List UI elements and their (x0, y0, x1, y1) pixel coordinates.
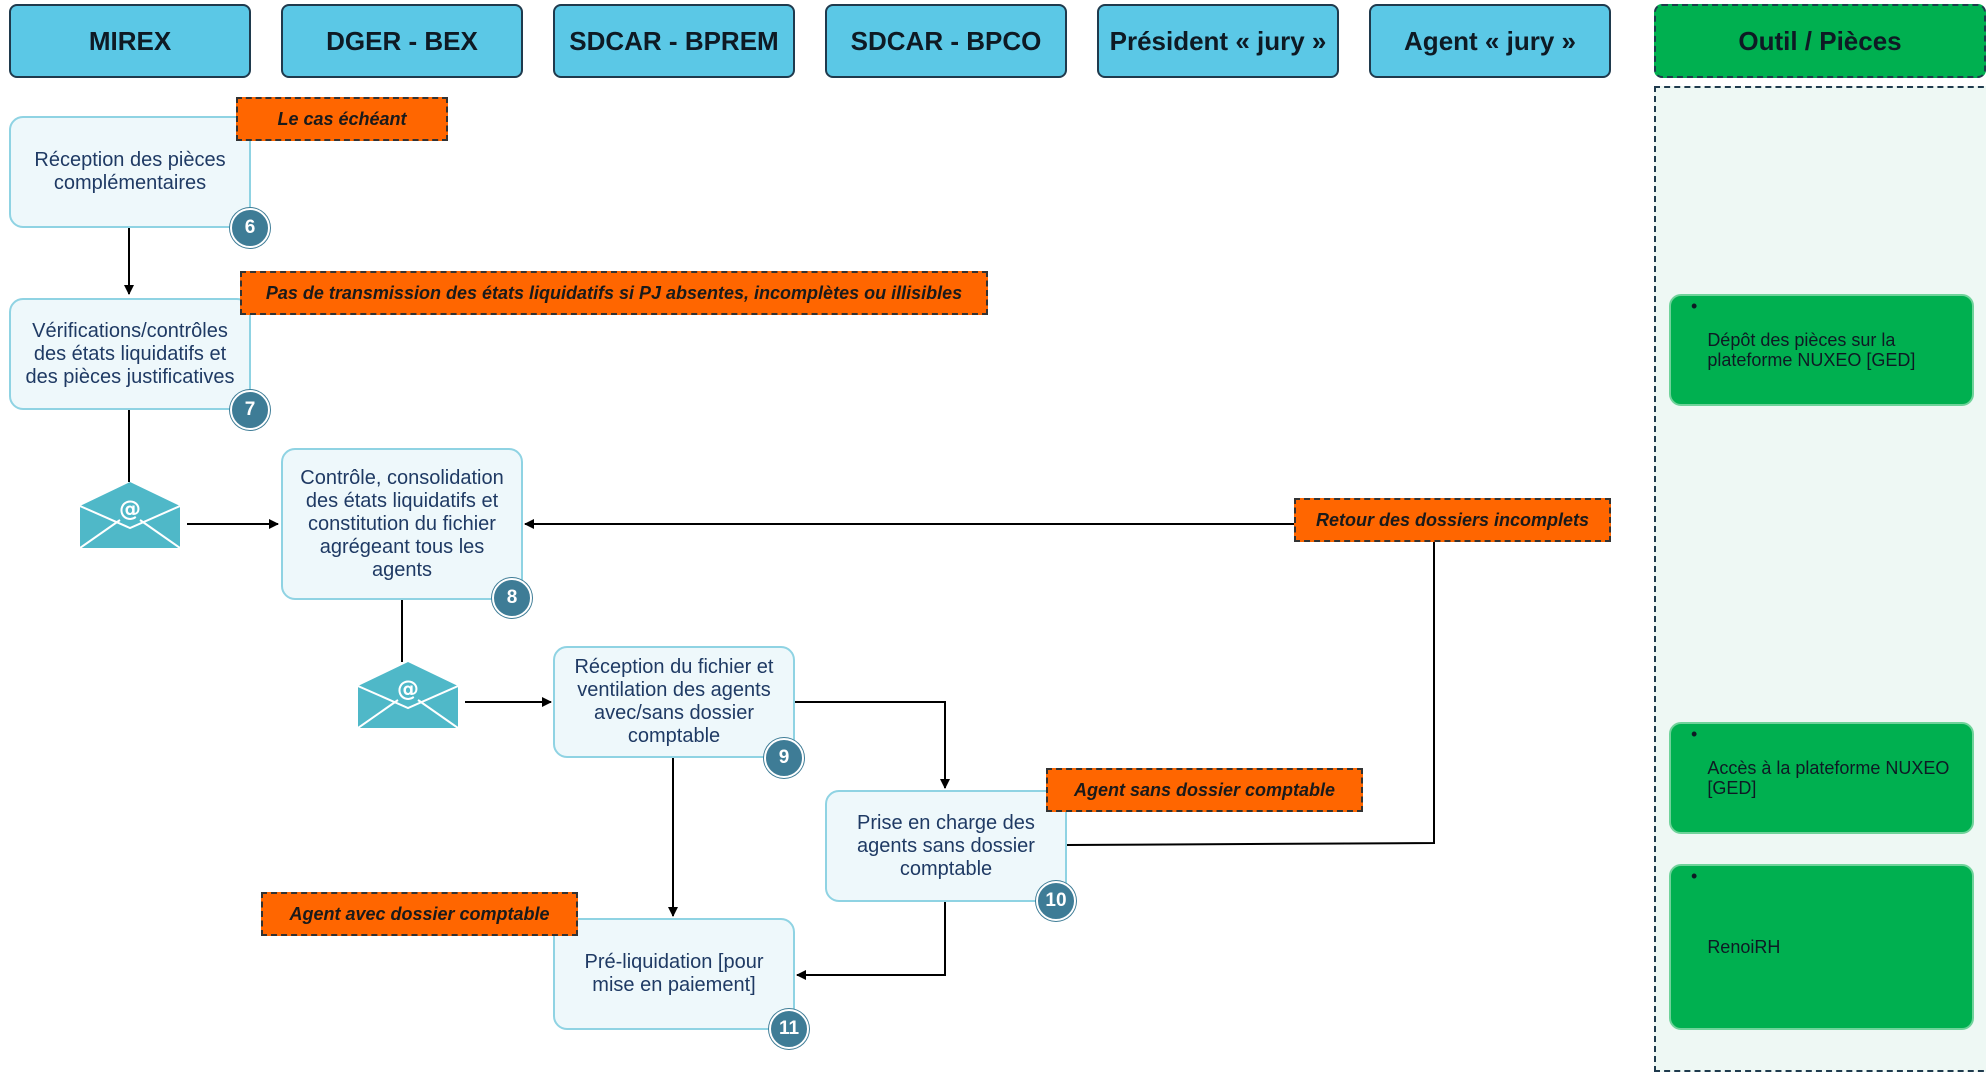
note-avec-dossier: Agent avec dossier comptable (261, 892, 578, 936)
tool-card-nuxeo-acces: • Accès à la plateforme NUXEO [GED] (1669, 722, 1974, 834)
step-label: Réception des pièces complémentaires (34, 149, 226, 194)
step-badge: 7 (230, 390, 270, 430)
step-badge: 11 (769, 1009, 809, 1049)
step-badge: 8 (492, 578, 532, 618)
tool-text: RenoiRH (1707, 937, 1781, 957)
envelope-icon: @ (358, 662, 458, 728)
bullet-icon: • (1691, 296, 1698, 316)
note-retour-dossiers: Retour des dossiers incomplets (1294, 498, 1611, 542)
tool-card-renoirh: • RenoiRH (1669, 864, 1974, 1030)
bullet-icon: • (1691, 724, 1698, 744)
step-11-box: Pré-liquidation [pour mise en paiement] (553, 918, 795, 1030)
step-9-box: Réception du fichier et ventilation des … (553, 646, 795, 758)
connector-9-10 (795, 701, 950, 789)
lane-header-sdcar-bprem: SDCAR - BPREM (553, 4, 795, 78)
step-badge: 6 (230, 208, 270, 248)
note-sans-dossier: Agent sans dossier comptable (1046, 768, 1363, 812)
tool-text: Dépôt des pièces sur la plateforme NUXEO… (1707, 330, 1916, 370)
envelope-icon: @ (80, 482, 180, 548)
lane-header-president-jury: Président « jury » (1097, 4, 1339, 78)
connector-10-retour (1066, 542, 1435, 846)
connector-10-11 (796, 900, 946, 980)
step-6-box: Réception des pièces complémentaires (9, 116, 251, 228)
step-7-box: Vérifications/contrôles des états liquid… (9, 298, 251, 410)
tool-text: Accès à la plateforme NUXEO [GED] (1707, 758, 1950, 798)
lane-header-agent-jury: Agent « jury » (1369, 4, 1611, 78)
svg-text:@: @ (119, 497, 141, 522)
step-label: Prise en charge des agents sans dossier … (857, 811, 1035, 880)
step-8-box: Contrôle, consolidation des états liquid… (281, 448, 523, 600)
tools-header: Outil / Pièces (1654, 4, 1986, 78)
step-label: Réception du fichier et ventilation des … (574, 656, 774, 747)
lane-header-dger-bex: DGER - BEX (281, 4, 523, 78)
bullet-icon: • (1691, 866, 1698, 886)
step-badge: 9 (764, 738, 804, 778)
step-label: Contrôle, consolidation des états liquid… (300, 466, 504, 581)
step-badge: 10 (1036, 881, 1076, 921)
lane-header-mirex: MIREX (9, 4, 251, 78)
note-cas-echeant: Le cas échéant (236, 97, 448, 141)
step-label: Pré-liquidation [pour mise en paiement] (584, 951, 764, 996)
step-10-box: Prise en charge des agents sans dossier … (825, 790, 1067, 902)
tool-card-nuxeo-depot: • Dépôt des pièces sur la plateforme NUXE… (1669, 294, 1974, 406)
lane-header-sdcar-bpco: SDCAR - BPCO (825, 4, 1067, 78)
svg-text:@: @ (397, 677, 419, 702)
step-label: Vérifications/contrôles des états liquid… (25, 319, 235, 388)
note-pas-de-transmission: Pas de transmission des états liquidatif… (240, 271, 988, 315)
